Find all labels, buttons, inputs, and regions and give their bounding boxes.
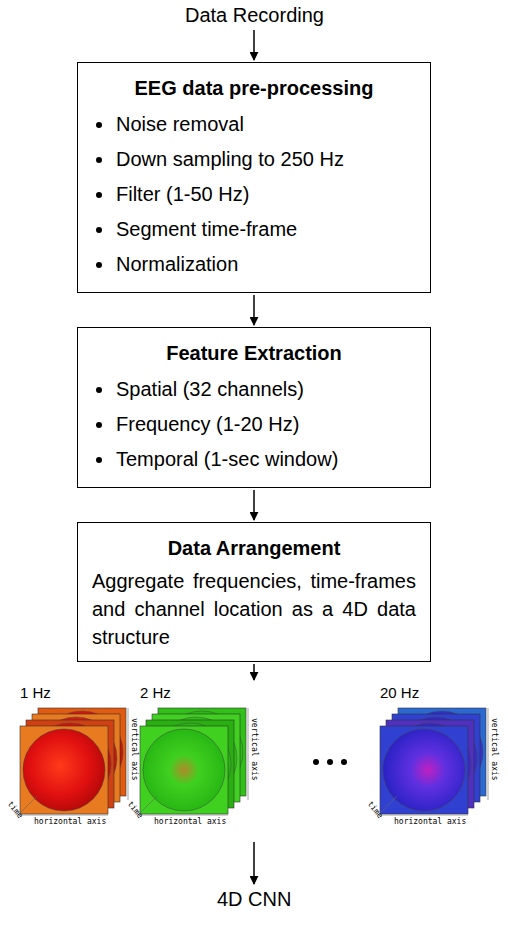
frequency-label: 1 Hz xyxy=(20,684,51,701)
stage-text: 4D CNN xyxy=(217,886,291,912)
bullet-item: Temporal (1-sec window) xyxy=(92,442,416,477)
flow-arrow xyxy=(254,295,255,325)
bullet-item: Filter (1-50 Hz) xyxy=(92,177,416,212)
box-heading: EEG data pre-processing xyxy=(92,69,416,107)
process-box: Data ArrangementAggregate frequencies, t… xyxy=(77,522,431,662)
axis-label: vertical axis xyxy=(490,718,498,781)
bullet-item: Frequency (1-20 Hz) xyxy=(92,407,416,442)
axis-label: horizontal axis xyxy=(154,818,226,826)
stage-text: Data Recording xyxy=(185,2,324,28)
axis-label: vertical axis xyxy=(250,718,258,781)
bullet-dot xyxy=(96,157,102,163)
box-body: Aggregate frequencies, time-frames and c… xyxy=(92,567,416,651)
frequency-label: 20 Hz xyxy=(380,684,419,701)
bullet-text: Normalization xyxy=(116,247,238,282)
bullet-dot xyxy=(96,227,102,233)
flow-arrow xyxy=(254,490,255,520)
bullet-item: Normalization xyxy=(92,247,416,282)
box-heading: Feature Extraction xyxy=(92,334,416,372)
bullet-item: Down sampling to 250 Hz xyxy=(92,142,416,177)
bullet-dot xyxy=(96,387,102,393)
bullet-text: Temporal (1-sec window) xyxy=(116,442,338,477)
axis-label: horizontal axis xyxy=(394,818,466,826)
stage-label: Data Recording xyxy=(181,2,328,28)
bullet-item: Noise removal xyxy=(92,107,416,142)
axis-label: horizontal axis xyxy=(34,818,106,826)
bullet-text: Spatial (32 channels) xyxy=(116,372,304,407)
bullet-dot xyxy=(96,422,102,428)
bullet-item: Segment time-frame xyxy=(92,212,416,247)
arrow-segment xyxy=(253,842,255,884)
box-heading: Data Arrangement xyxy=(92,529,416,567)
bullet-text: Filter (1-50 Hz) xyxy=(116,177,249,212)
bullet-dot xyxy=(96,457,102,463)
frequency-label: 2 Hz xyxy=(140,684,171,701)
arrow-segment xyxy=(253,490,255,520)
arrow-segment xyxy=(253,30,255,60)
bullet-text: Segment time-frame xyxy=(116,212,297,247)
bullet-dot xyxy=(96,192,102,198)
flow-arrow xyxy=(254,30,255,60)
bullet-text: Down sampling to 250 Hz xyxy=(116,142,344,177)
process-box: Feature ExtractionSpatial (32 channels)F… xyxy=(77,327,431,488)
arrow-segment xyxy=(253,295,255,325)
axis-label: vertical axis xyxy=(130,718,138,781)
bullet-dot xyxy=(96,262,102,268)
bullet-text: Frequency (1-20 Hz) xyxy=(116,407,299,442)
arrow-segment xyxy=(253,664,255,680)
bullet-text: Noise removal xyxy=(116,107,244,142)
process-box: EEG data pre-processingNoise removalDown… xyxy=(77,62,431,293)
bullet-item: Spatial (32 channels) xyxy=(92,372,416,407)
bullet-dot xyxy=(96,122,102,128)
stage-label: 4D CNN xyxy=(213,886,295,912)
